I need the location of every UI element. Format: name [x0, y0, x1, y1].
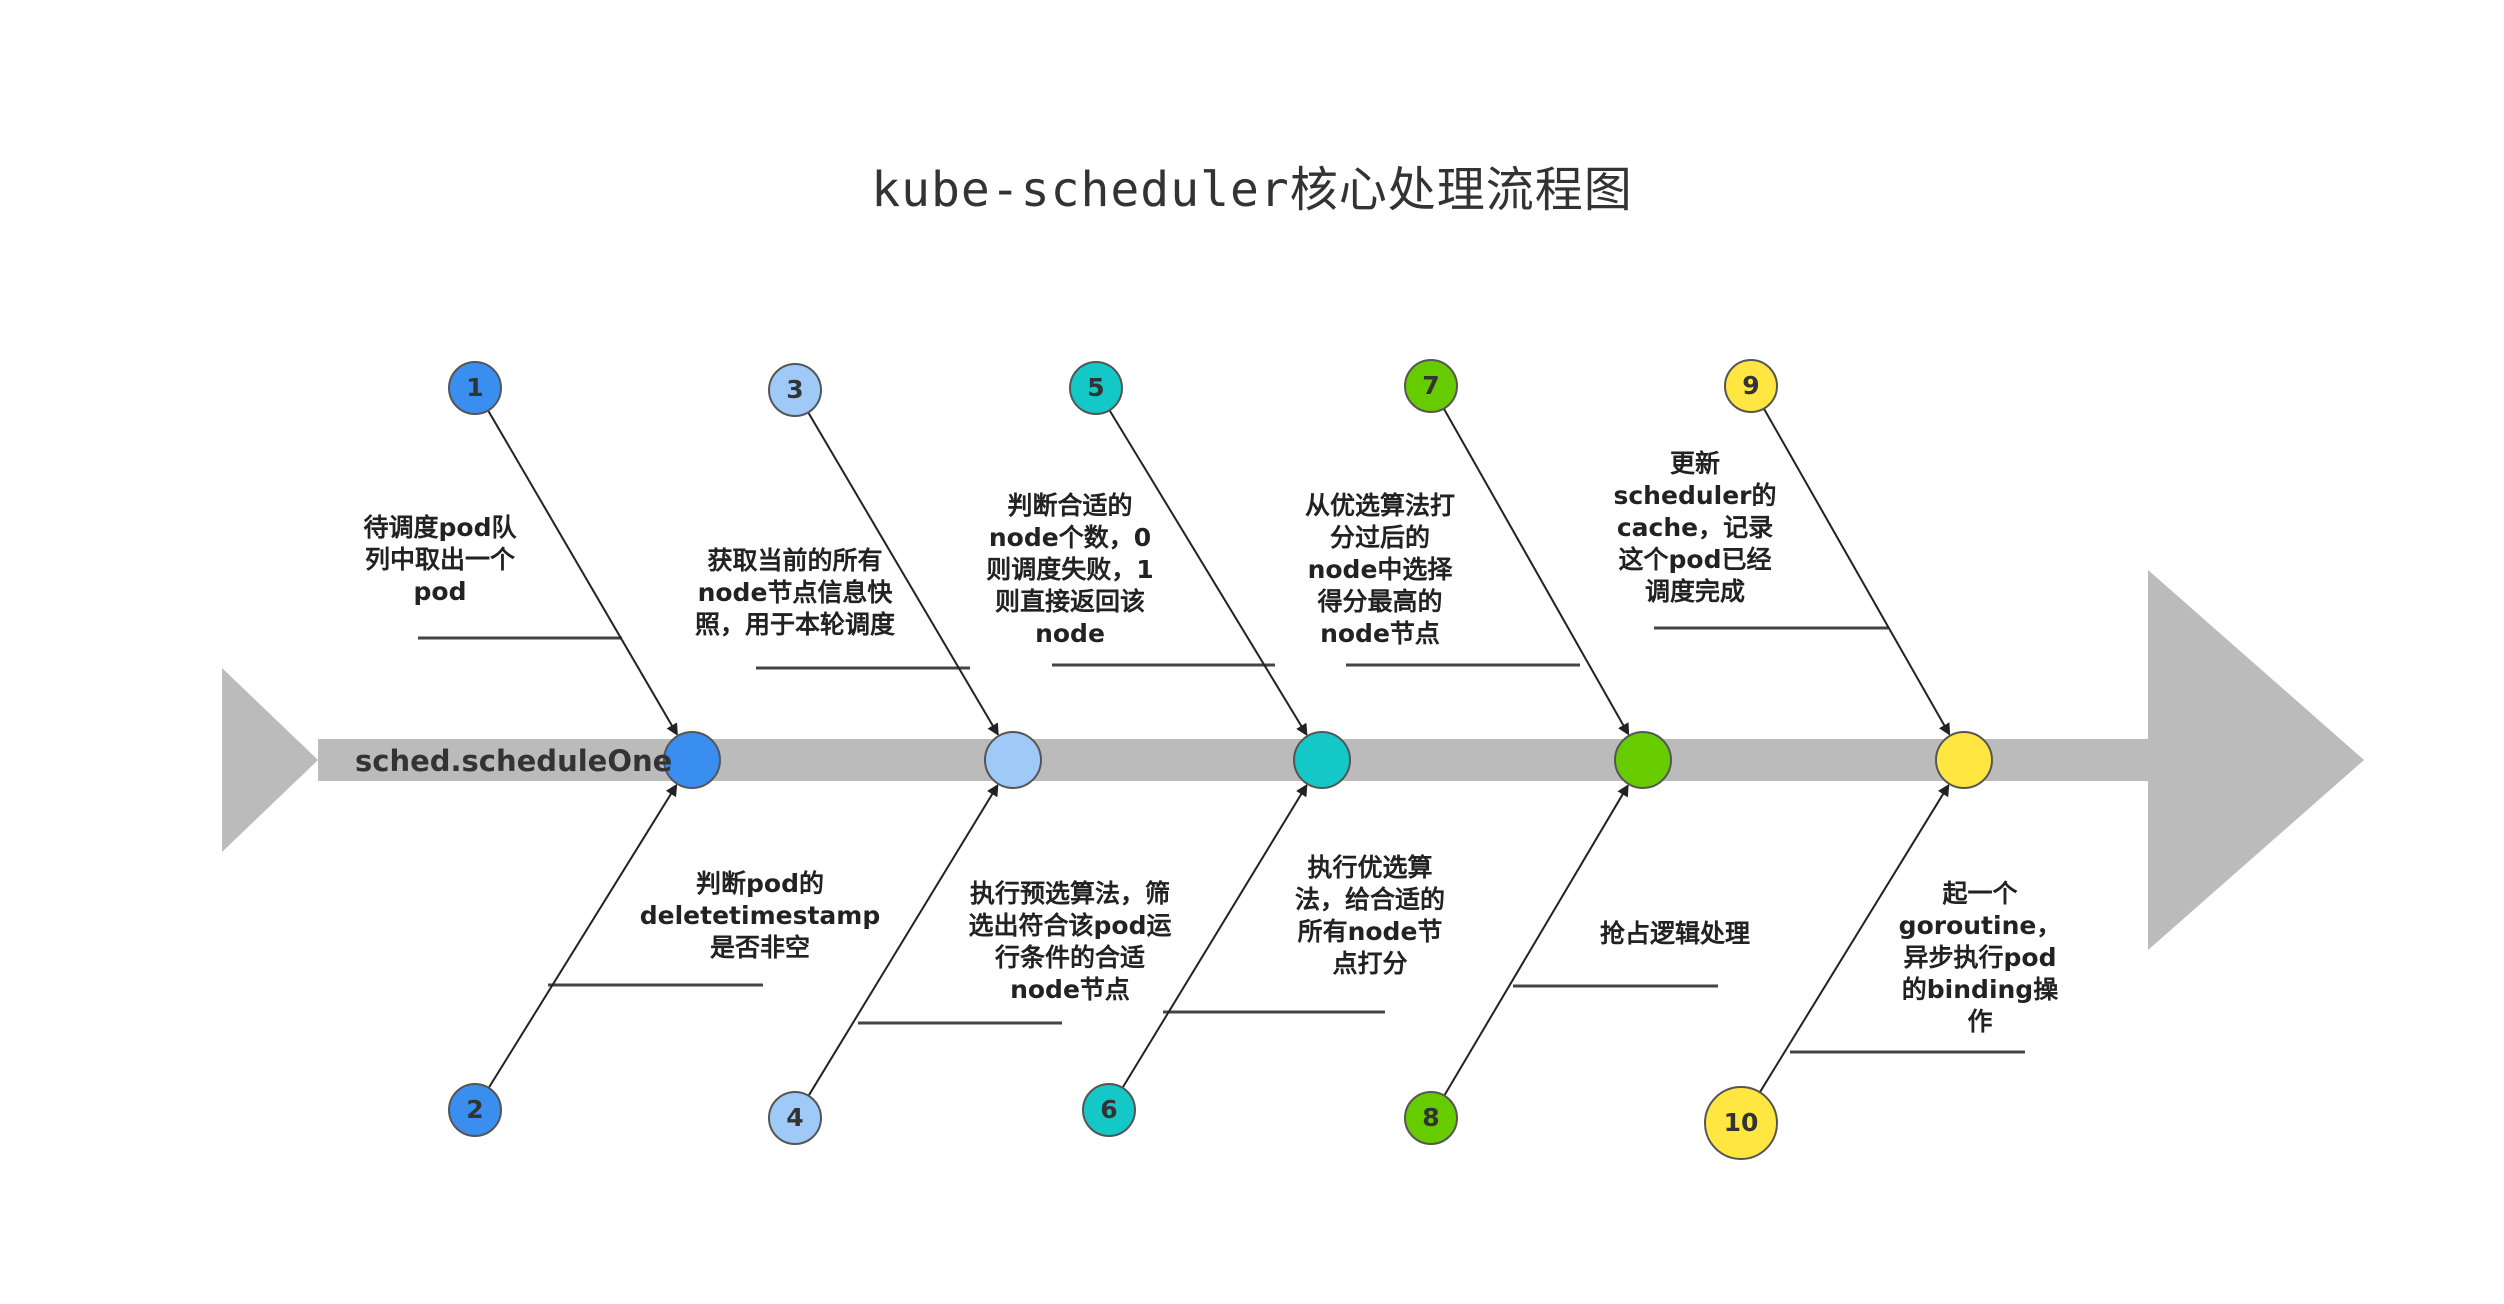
spine-node-3: [1293, 731, 1351, 789]
step-4-number: 4: [786, 1103, 804, 1132]
step-4-circle: [768, 1091, 822, 1145]
step-4-arrow: [807, 783, 999, 1097]
step-6-arrow: [1121, 783, 1308, 1089]
step-3-arrow: [807, 411, 999, 736]
step-8-number: 8: [1422, 1103, 1440, 1132]
spine-bar: [318, 739, 2158, 781]
step-2-arrow: [487, 783, 678, 1089]
step-1-arrow: [487, 409, 678, 736]
step-5-number: 5: [1087, 373, 1105, 402]
spine-node-4: [1614, 731, 1672, 789]
step-9-arrow: [1762, 408, 1951, 736]
step-1-number: 1: [466, 373, 484, 402]
step-3-circle: [768, 363, 822, 417]
spine-node-1: [663, 731, 721, 789]
step-10-circle: [1704, 1086, 1778, 1160]
step-7-arrow: [1442, 408, 1630, 736]
spine-node-2: [984, 731, 1042, 789]
spine-tail: [222, 668, 318, 852]
diagram-title: kube-scheduler核心处理流程图: [871, 162, 1633, 218]
spine-arrow-head: [2148, 570, 2364, 950]
step-5-arrow: [1108, 409, 1308, 737]
step-8-text: 抢占逻辑处理: [1599, 919, 1750, 948]
step-1-circle: [448, 361, 502, 415]
step-9-circle: [1724, 359, 1778, 413]
step-8-arrow: [1443, 784, 1629, 1097]
step-6-number: 6: [1100, 1095, 1118, 1124]
spine-label: sched.scheduleOne: [355, 744, 673, 778]
step-6-circle: [1082, 1083, 1136, 1137]
step-8-circle: [1404, 1091, 1458, 1145]
step-6-text: 执行优选算法，给合适的所有node节点打分: [1294, 853, 1445, 978]
step-10-number: 10: [1723, 1108, 1759, 1137]
step-7-circle: [1404, 359, 1458, 413]
step-2-number: 2: [466, 1095, 484, 1124]
step-2-circle: [448, 1083, 502, 1137]
step-5-circle: [1069, 361, 1123, 415]
step-10-arrow: [1758, 783, 1950, 1093]
spine-node-5: [1935, 731, 1993, 789]
step-9-number: 9: [1742, 371, 1760, 400]
step-3-number: 3: [786, 375, 804, 404]
step-7-number: 7: [1422, 371, 1440, 400]
